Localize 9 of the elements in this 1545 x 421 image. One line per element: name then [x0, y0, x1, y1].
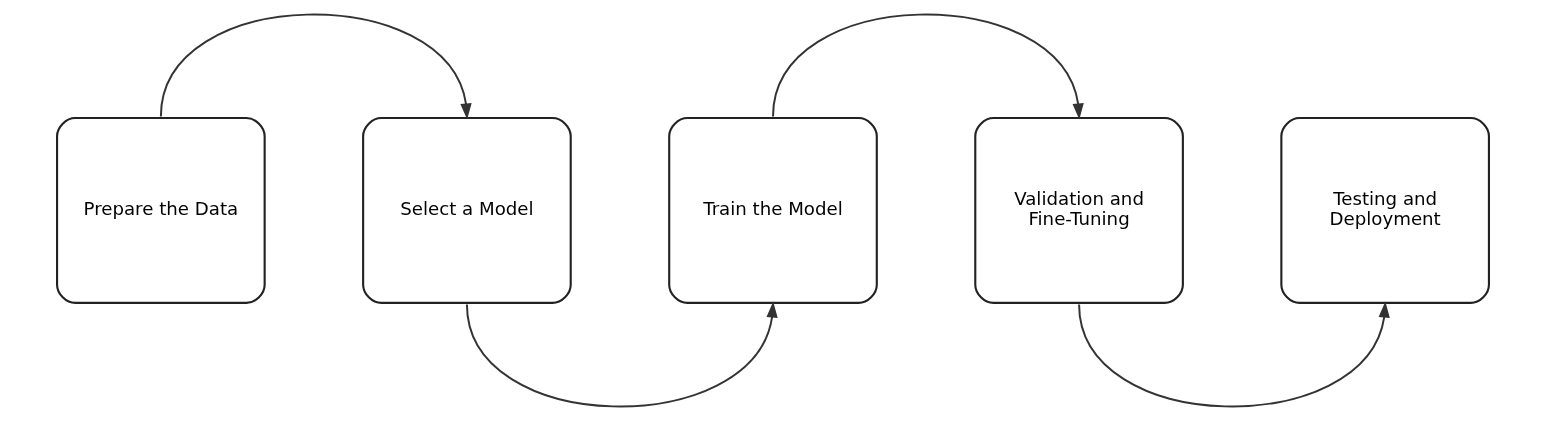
node-box: Validation and Fine-Tuning	[973, 117, 1184, 304]
node-box: Testing and Deployment	[1279, 117, 1490, 304]
arrow	[771, 13, 1084, 120]
node-box: Train the Model	[667, 117, 878, 304]
node-box: Prepare the Data	[55, 117, 266, 304]
node-box: Select a Model	[361, 117, 572, 304]
arrow	[159, 13, 472, 120]
arrow	[465, 301, 778, 408]
arrow	[1077, 301, 1390, 408]
